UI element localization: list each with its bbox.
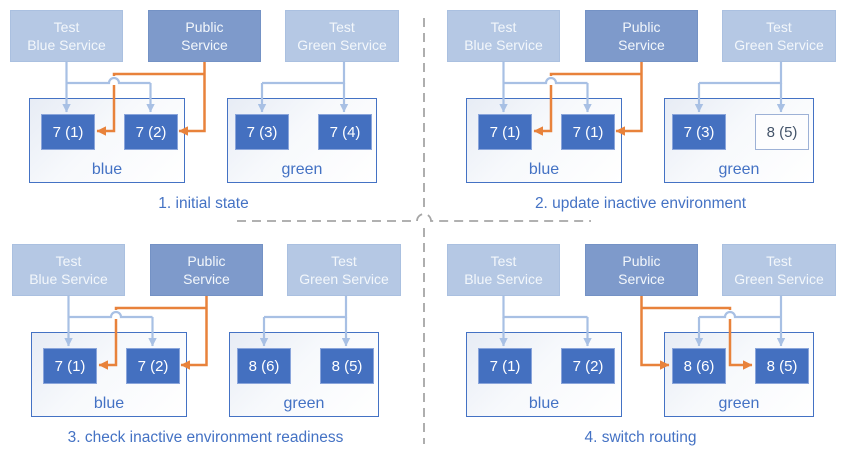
public-service-box: Public Service	[148, 10, 261, 62]
test-blue-service-box: Test Blue Service	[12, 244, 125, 296]
environment-label: blue	[91, 161, 123, 178]
pod: 8 (6)	[237, 348, 291, 384]
pod: 7 (4)	[318, 114, 372, 150]
divider-hop-gap	[417, 213, 431, 223]
panel-caption: 3. check inactive environment readiness	[67, 429, 344, 446]
test-green-service-box: Test Green Service	[287, 244, 401, 296]
test-green-service-box: Test Green Service	[722, 10, 836, 62]
pod-creating: 8 (5)	[755, 114, 809, 150]
test-blue-service-box: Test Blue Service	[10, 10, 123, 62]
pod: 8 (6)	[672, 348, 726, 384]
environment-label: blue	[528, 161, 560, 178]
test-blue-service-box: Test Blue Service	[447, 10, 560, 62]
environment-label: green	[718, 395, 760, 412]
pod: 7 (2)	[124, 114, 178, 150]
panel-check-readiness: Test Blue Service Public Service Test Gr…	[2, 234, 414, 456]
public-service-box: Public Service	[585, 244, 698, 296]
panel-switch-routing: Test Blue Service Public Service Test Gr…	[437, 234, 848, 456]
panel-caption: 2. update inactive environment	[534, 195, 747, 212]
environment-label: blue	[528, 395, 560, 412]
public-service-box: Public Service	[150, 244, 263, 296]
pod: 7 (1)	[478, 114, 532, 150]
environment-label: green	[281, 161, 323, 178]
panel-caption: 1. initial state	[158, 195, 249, 212]
pod: 7 (3)	[672, 114, 726, 150]
service-label: Test Green Service	[734, 18, 824, 53]
pod: 7 (2)	[561, 348, 615, 384]
environment-label: blue	[93, 395, 125, 412]
test-green-service-box: Test Green Service	[722, 244, 836, 296]
service-label: Test Blue Service	[464, 252, 543, 287]
service-label: Public Service	[618, 252, 665, 287]
service-label: Public Service	[183, 252, 230, 287]
public-service-box: Public Service	[585, 10, 698, 62]
pod: 7 (1)	[561, 114, 615, 150]
service-label: Test Green Service	[299, 252, 389, 287]
service-label: Test Blue Service	[27, 18, 106, 53]
pod: 7 (1)	[41, 114, 95, 150]
environment-label: green	[283, 395, 325, 412]
service-label: Public Service	[618, 18, 665, 53]
panel-caption: 4. switch routing	[584, 429, 697, 446]
pod: 8 (5)	[320, 348, 374, 384]
environment-label: green	[718, 161, 760, 178]
test-blue-service-box: Test Blue Service	[447, 244, 560, 296]
service-label: Public Service	[181, 18, 228, 53]
service-label: Test Green Service	[734, 252, 824, 287]
panel-initial-state: Test Blue Service Public Service Test Gr…	[0, 0, 412, 225]
pod: 7 (1)	[478, 348, 532, 384]
pod: 8 (5)	[755, 348, 809, 384]
pod: 7 (2)	[126, 348, 180, 384]
panel-update-inactive: Test Blue Service Public Service Test Gr…	[437, 0, 848, 225]
pod: 7 (1)	[43, 348, 97, 384]
service-label: Test Green Service	[297, 18, 387, 53]
test-green-service-box: Test Green Service	[285, 10, 399, 62]
service-label: Test Blue Service	[464, 18, 543, 53]
pod: 7 (3)	[235, 114, 289, 150]
service-label: Test Blue Service	[29, 252, 108, 287]
